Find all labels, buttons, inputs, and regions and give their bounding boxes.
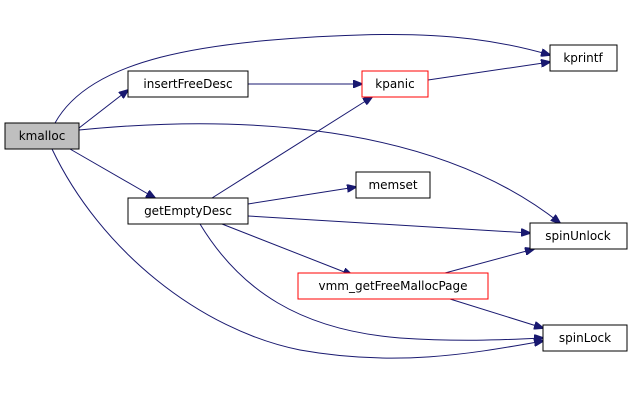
- edge-getEmptyDesc-to-spinLock: [199, 223, 543, 340]
- node-box: [127, 197, 249, 225]
- node-spinLock[interactable]: spinLock: [542, 324, 628, 352]
- edge-kmalloc-to-getEmptyDesc: [69, 148, 155, 198]
- node-box: [4, 122, 80, 150]
- node-label: spinUnlock: [545, 229, 610, 243]
- node-getEmptyDesc[interactable]: getEmptyDesc: [127, 197, 249, 225]
- edge-kmalloc-to-spinUnlock: [78, 123, 560, 223]
- edge-kmalloc-to-kprintf: [54, 33, 550, 124]
- edge-getEmptyDesc-to-memset: [247, 187, 356, 205]
- node-label: vmm_getFreeMallocPage: [318, 279, 467, 293]
- node-label: kprintf: [563, 51, 603, 65]
- edge-kmalloc-to-insertFreeDesc: [78, 90, 128, 129]
- edge-getEmptyDesc-to-spinUnlock: [247, 215, 530, 233]
- node-box: [549, 44, 618, 72]
- node-label: spinLock: [559, 331, 611, 345]
- node-box: [127, 70, 249, 98]
- nodes-layer: kmalloc insertFreeDesc getEmptyDesc kpan…: [4, 44, 628, 352]
- node-vmm-getFreeMallocPage[interactable]: vmm_getFreeMallocPage: [297, 272, 489, 300]
- node-box: [355, 171, 431, 199]
- edges-layer: [51, 33, 560, 359]
- node-label: kmalloc: [19, 129, 66, 143]
- node-box: [297, 272, 489, 300]
- node-memset[interactable]: memset: [355, 171, 431, 199]
- edge-getEmptyDesc-to-vmm_getFreeMallocPage: [221, 223, 352, 275]
- node-label: getEmptyDesc: [144, 204, 232, 218]
- node-label: memset: [368, 178, 417, 192]
- edge-getEmptyDesc-to-kpanic: [211, 97, 372, 199]
- edge-kmalloc-to-spinLock: [51, 148, 543, 359]
- edge-vmm_getFreeMallocPage-to-spinUnlock: [444, 249, 534, 274]
- node-box: [542, 324, 628, 352]
- node-box: [361, 70, 429, 98]
- edge-vmm_getFreeMallocPage-to-spinLock: [449, 298, 543, 328]
- edge-kpanic-to-kprintf: [427, 62, 550, 81]
- node-kmalloc[interactable]: kmalloc: [4, 122, 80, 150]
- node-box: [529, 222, 628, 250]
- node-spinUnlock[interactable]: spinUnlock: [529, 222, 628, 250]
- node-insertFreeDesc[interactable]: insertFreeDesc: [127, 70, 249, 98]
- node-label: insertFreeDesc: [143, 77, 232, 91]
- node-kpanic[interactable]: kpanic: [361, 70, 429, 98]
- node-kprintf[interactable]: kprintf: [549, 44, 618, 72]
- node-label: kpanic: [375, 77, 414, 91]
